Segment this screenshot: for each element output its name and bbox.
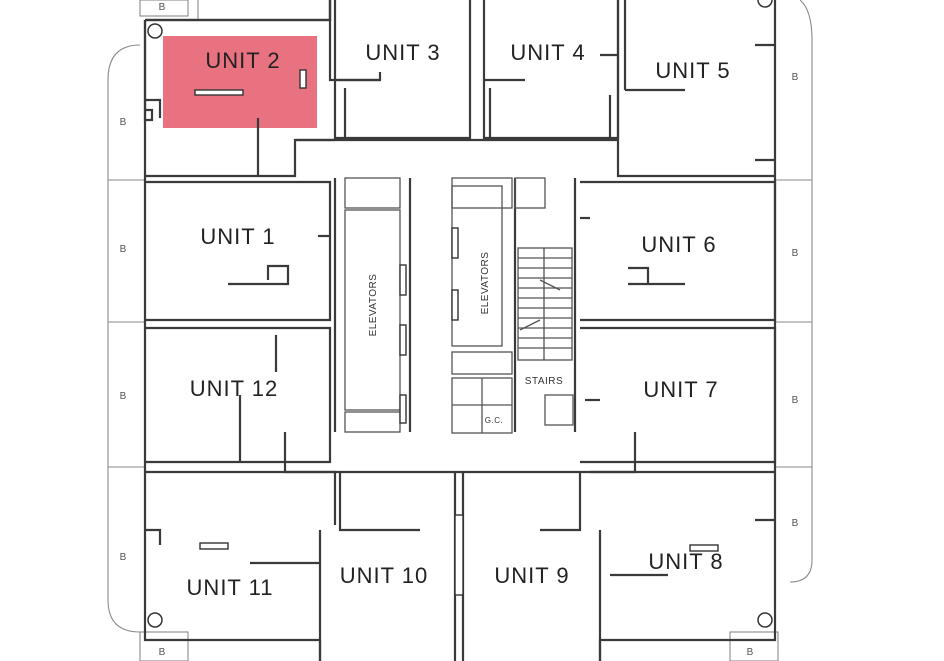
balcony-label: B <box>120 552 127 563</box>
unit-label-9[interactable]: UNIT 9 <box>494 563 569 588</box>
balcony-label: B <box>159 647 166 658</box>
stairs-label: STAIRS <box>525 376 563 387</box>
units-12-7-walls <box>145 326 777 464</box>
balcony-label: B <box>792 248 799 259</box>
balcony-label: B <box>792 518 799 529</box>
elevators-right-label: ELEVATORS <box>480 252 491 315</box>
unit-label-2[interactable]: UNIT 2 <box>205 48 280 73</box>
unit-label-1[interactable]: UNIT 1 <box>200 224 275 249</box>
balcony-label: B <box>159 2 166 13</box>
units-3-4-walls <box>333 0 620 140</box>
unit-label-10[interactable]: UNIT 10 <box>340 563 429 588</box>
balcony-label: B <box>120 117 127 128</box>
unit-2-fixtures <box>194 69 307 96</box>
balcony-label: B <box>792 395 799 406</box>
unit-label-12[interactable]: UNIT 12 <box>190 376 279 401</box>
unit-label-11[interactable]: UNIT 11 <box>187 575 274 600</box>
elevator-doors-left <box>399 264 407 424</box>
bottom-units-walls <box>145 23 775 661</box>
balconies-right <box>775 0 813 583</box>
unit-label-6[interactable]: UNIT 6 <box>641 232 716 257</box>
core-walls <box>283 138 637 474</box>
unit-label-7[interactable]: UNIT 7 <box>643 377 718 402</box>
unit-label-8[interactable]: UNIT 8 <box>648 549 723 574</box>
units-1-6-walls <box>145 180 777 322</box>
elevators-left-label: ELEVATORS <box>368 274 379 337</box>
stairs-symbol <box>517 247 574 426</box>
balcony-label: B <box>792 72 799 83</box>
unit-label-5[interactable]: UNIT 5 <box>655 58 730 83</box>
unit-2-highlight[interactable] <box>163 36 317 128</box>
elevator-doors-right <box>451 227 459 321</box>
balconies-top-bottom <box>139 0 779 661</box>
unit-label-3[interactable]: UNIT 3 <box>365 40 440 65</box>
unit-5-walls <box>616 0 775 178</box>
gc-label: G.C. <box>485 416 503 425</box>
balcony-label: B <box>120 244 127 255</box>
balconies-left <box>107 44 145 633</box>
unit-label-4[interactable]: UNIT 4 <box>510 40 585 65</box>
balcony-label: B <box>747 647 754 658</box>
balcony-label: B <box>120 391 127 402</box>
